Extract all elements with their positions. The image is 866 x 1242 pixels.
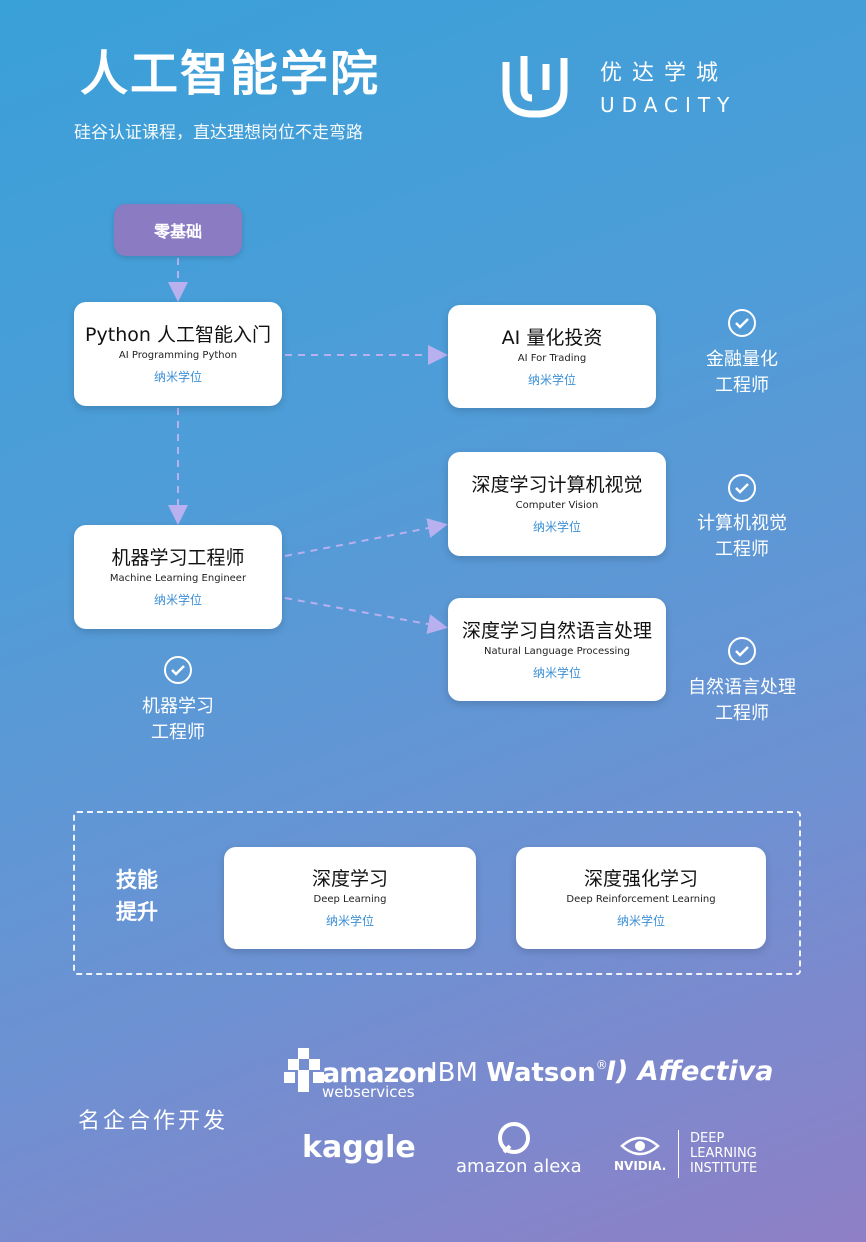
course-card-deep-learning[interactable]: 深度学习 Deep Learning 纳米学位 xyxy=(224,847,476,949)
check-circle-icon xyxy=(164,656,192,684)
affectiva-logo: I) Affectiva xyxy=(606,1056,774,1087)
nanodegree-badge: 纳米学位 xyxy=(325,914,374,928)
nvidia-logo-text: NVIDIA. xyxy=(614,1159,667,1173)
course-card-nlp[interactable]: 深度学习自然语言处理 Natural Language Processing 纳… xyxy=(448,598,666,701)
page-title: 人工智能学院 xyxy=(80,46,381,102)
role-finance-quant-engineer: 金融量化 工程师 xyxy=(706,349,778,396)
course-title: 深度强化学习 xyxy=(583,868,698,890)
check-circle-icon xyxy=(728,474,756,502)
course-english-name: Deep Reinforcement Learning xyxy=(566,894,716,905)
amazon-alexa-logo: amazon alexa xyxy=(456,1156,582,1177)
course-card-ml-engineer[interactable]: 机器学习工程师 Machine Learning Engineer 纳米学位 xyxy=(74,525,282,629)
kaggle-logo: kaggle xyxy=(302,1130,416,1165)
deep-learning-institute-logo: DEEP LEARNING INSTITUTE xyxy=(690,1131,758,1176)
nanodegree-badge: 纳米学位 xyxy=(153,370,202,384)
logo-divider xyxy=(678,1130,679,1178)
nanodegree-badge: 纳米学位 xyxy=(527,372,576,387)
partners-label: 名企合作开发 xyxy=(78,1109,229,1134)
check-circle-icon xyxy=(728,309,756,337)
brand-name-en: UDACITY xyxy=(600,93,737,117)
arrow-mle-to-cv xyxy=(284,518,448,557)
course-english-name: Computer Vision xyxy=(515,500,599,511)
course-title: Python 人工智能入门 xyxy=(85,324,271,346)
course-title: 机器学习工程师 xyxy=(111,547,245,569)
course-title: 深度学习自然语言处理 xyxy=(461,619,652,642)
course-english-name: Machine Learning Engineer xyxy=(109,573,247,584)
skill-upgrade-label: 技能 提升 xyxy=(116,868,158,924)
nvidia-eye-icon xyxy=(620,1136,660,1156)
aws-logo-subtext: webservices xyxy=(322,1083,415,1101)
brand-name-cn: 优达学城 xyxy=(600,61,729,86)
nanodegree-badge: 纳米学位 xyxy=(616,914,665,928)
course-english-name: Natural Language Processing xyxy=(484,645,630,657)
course-card-computer-vision[interactable]: 深度学习计算机视觉 Computer Vision 纳米学位 xyxy=(448,452,666,556)
course-card-python[interactable]: Python 人工智能入门 AI Programming Python 纳米学位 xyxy=(74,302,282,406)
course-title: AI 量化投资 xyxy=(501,326,603,349)
arrow-mle-to-nlp xyxy=(284,597,448,634)
course-title: 深度学习 xyxy=(311,868,388,890)
role-ml-engineer: 机器学习 工程师 xyxy=(142,696,214,743)
role-cv-engineer: 计算机视觉 工程师 xyxy=(697,513,787,560)
aws-cubes-icon xyxy=(284,1048,324,1092)
nanodegree-badge: 纳米学位 xyxy=(532,520,581,534)
skill-upgrade-box xyxy=(73,811,801,975)
course-english-name: AI Programming Python xyxy=(118,350,238,361)
amazon-logo-text: amazon xyxy=(322,1058,435,1089)
nanodegree-badge: 纳米学位 xyxy=(532,665,581,680)
role-nlp-engineer: 自然语言处理 工程师 xyxy=(688,677,796,724)
course-title: 深度学习计算机视觉 xyxy=(471,474,643,496)
nanodegree-badge: 纳米学位 xyxy=(153,593,202,607)
course-english-name: AI For Trading xyxy=(517,352,587,364)
zero-basis-pill[interactable]: 零基础 xyxy=(114,204,242,256)
course-card-deep-rl[interactable]: 深度强化学习 Deep Reinforcement Learning 纳米学位 xyxy=(516,847,766,949)
udacity-logo-icon xyxy=(502,56,568,118)
course-card-ai-trading[interactable]: AI 量化投资 AI For Trading 纳米学位 xyxy=(448,305,656,408)
ibm-watson-logo: IBM Watson® xyxy=(430,1058,608,1088)
course-english-name: Deep Learning xyxy=(313,894,387,905)
page-subtitle: 硅谷认证课程，直达理想岗位不走弯路 xyxy=(74,123,363,143)
check-circle-icon xyxy=(728,637,756,665)
alexa-ring-icon xyxy=(498,1122,530,1154)
